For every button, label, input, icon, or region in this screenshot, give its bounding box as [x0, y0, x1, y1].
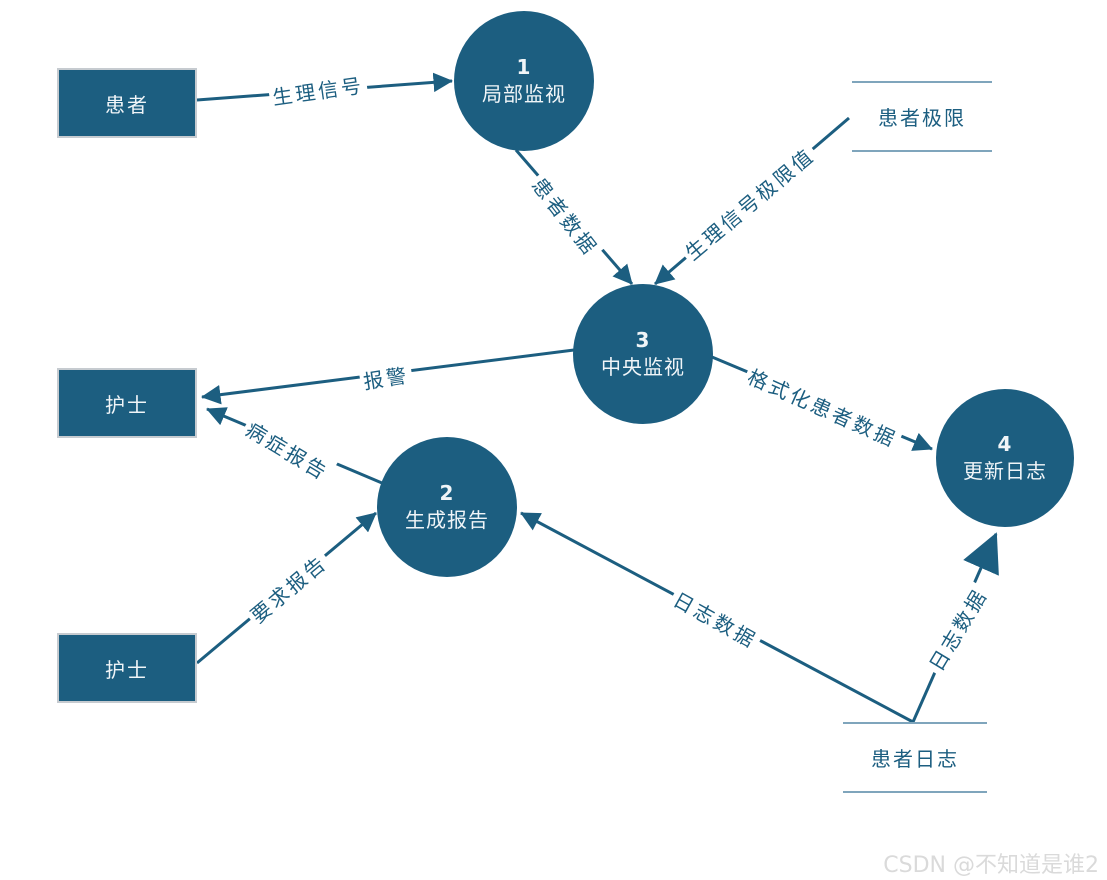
process-4-number: 4	[997, 432, 1013, 456]
process-2-label: 生成报告	[405, 508, 489, 532]
entity-nurse-bottom: 护士	[57, 633, 197, 703]
process-1-number: 1	[516, 55, 532, 79]
process-2-generate-report: 2 生成报告	[377, 437, 517, 577]
data-store-patient-log-label: 患者日志	[871, 747, 959, 771]
csdn-watermark: CSDN @不知道是谁2	[883, 853, 1099, 878]
process-3-label: 中央监视	[601, 355, 685, 379]
process-4-update-log: 4 更新日志	[936, 389, 1074, 527]
process-3-central-monitoring: 3 中央监视	[573, 284, 713, 424]
process-4-label: 更新日志	[963, 459, 1047, 483]
process-3-number: 3	[635, 328, 651, 352]
data-store-patient-limits: 患者极限	[852, 81, 992, 152]
process-1-local-monitoring: 1 局部监视	[454, 11, 594, 151]
data-store-patient-limits-label: 患者极限	[878, 106, 966, 130]
data-store-patient-log: 患者日志	[843, 722, 987, 793]
process-1-label: 局部监视	[482, 82, 566, 106]
entity-nurse-top: 护士	[57, 368, 197, 438]
process-2-number: 2	[439, 481, 455, 505]
entity-patient: 患者	[57, 68, 197, 138]
